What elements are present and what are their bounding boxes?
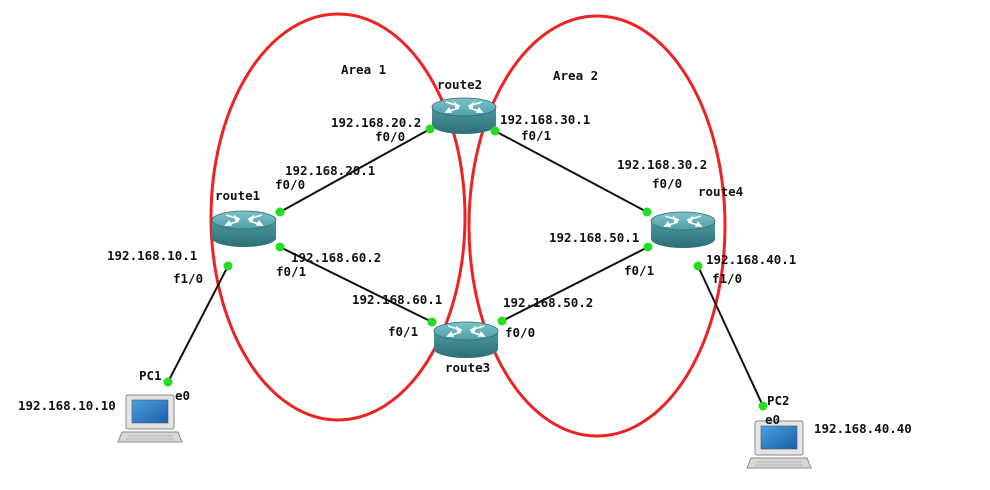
port-dot <box>643 242 653 252</box>
area-1-label: Area 1 <box>341 62 386 77</box>
r3-ip-left: 192.168.60.1 <box>352 292 442 307</box>
pc1-label: PC1 <box>139 368 162 383</box>
pc1-if: e0 <box>175 388 190 403</box>
r1-ip-right: 192.168.60.2 <box>291 250 381 265</box>
pc-pc1[interactable] <box>117 394 183 443</box>
r3-if-left: f0/1 <box>388 324 418 339</box>
r3-ip-right: 192.168.50.2 <box>503 295 593 310</box>
area-2-ellipse <box>467 14 727 438</box>
r1-ip-top: 192.168.20.1 <box>285 163 375 178</box>
link-route4-pc2 <box>697 265 764 407</box>
port-dot <box>490 126 500 136</box>
link-route1-route3 <box>279 246 433 323</box>
r4-ip-bottom: 192.168.40.1 <box>706 252 796 267</box>
port-dot <box>275 242 285 252</box>
r4-ip-left: 192.168.50.1 <box>549 230 639 245</box>
port-dot <box>642 207 652 217</box>
pc1-ip: 192.168.10.10 <box>18 398 116 413</box>
port-dot <box>758 401 768 411</box>
route4-label: route4 <box>698 184 743 199</box>
port-dot <box>427 317 437 327</box>
pc2-if: e0 <box>765 412 780 427</box>
route3-label: route3 <box>445 360 490 375</box>
pc-pc2[interactable] <box>746 420 812 469</box>
r4-if-bottom: f1/0 <box>712 271 742 286</box>
r1-if-bottom: f1/0 <box>173 271 203 286</box>
port-dot <box>275 207 285 217</box>
port-dot <box>425 124 435 134</box>
port-dot <box>223 261 233 271</box>
router-route1[interactable] <box>211 210 277 248</box>
route2-label: route2 <box>437 77 482 92</box>
r4-ip-top: 192.168.30.2 <box>617 157 707 172</box>
router-route3[interactable] <box>433 321 499 359</box>
port-dot <box>163 377 173 387</box>
r3-if-right: f0/0 <box>505 325 535 340</box>
router-route4[interactable] <box>650 211 716 249</box>
link-route3-route4 <box>501 246 649 322</box>
port-dot <box>497 316 507 326</box>
r1-ip-bottom: 192.168.10.1 <box>107 248 197 263</box>
link-route2-route4 <box>494 130 648 213</box>
r2-if-right: f0/1 <box>521 128 551 143</box>
area-1-ellipse <box>209 12 467 422</box>
r2-if-left: f0/0 <box>375 129 405 144</box>
port-dot <box>693 261 703 271</box>
router-route2[interactable] <box>431 97 497 135</box>
pc2-ip: 192.168.40.40 <box>814 421 912 436</box>
area-2-label: Area 2 <box>553 68 598 83</box>
r1-if-top: f0/0 <box>275 177 305 192</box>
r2-ip-right: 192.168.30.1 <box>500 112 590 127</box>
r2-ip-left: 192.168.20.2 <box>331 115 421 130</box>
route1-label: route1 <box>215 188 260 203</box>
pc2-label: PC2 <box>767 393 790 408</box>
link-route1-pc1 <box>167 265 229 383</box>
r1-if-right: f0/1 <box>276 264 306 279</box>
link-route1-route2 <box>279 128 431 213</box>
r4-if-top: f0/0 <box>652 176 682 191</box>
r4-if-left: f0/1 <box>624 263 654 278</box>
